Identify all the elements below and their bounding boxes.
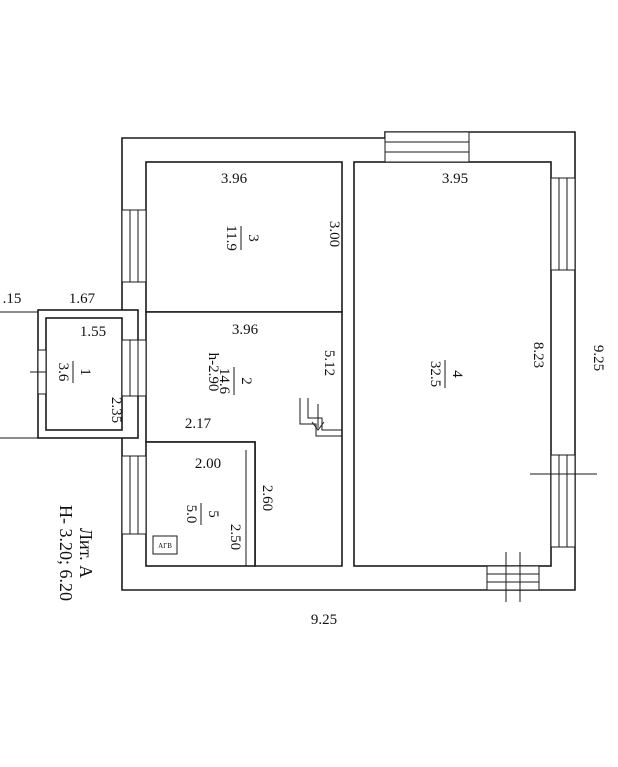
staircase (299, 398, 342, 437)
room5-number: 5 (205, 510, 221, 518)
room1-area: 3.6 (55, 363, 71, 382)
room3-label: 3 11.9 (223, 225, 261, 251)
window-bottom (486, 552, 540, 602)
window-left-room3 (121, 209, 147, 283)
dim-room5-inner: 2.50 (227, 524, 243, 550)
room1-label: 1 3.6 (55, 361, 93, 383)
window-right-top (550, 177, 576, 271)
title-block: Лит. А Н- 3.20; 6.20 (56, 505, 96, 601)
room5-label: 5 5.0 (183, 503, 221, 525)
title-line2: Н- 3.20; 6.20 (56, 505, 76, 601)
boiler-box (152, 535, 178, 555)
title-line1: Лит. А (76, 528, 96, 578)
dim-room2-height: 5.12 (321, 350, 337, 376)
window-top (384, 131, 470, 163)
dim-room2-width: 3.96 (232, 322, 259, 338)
room2-area: 14.6 (216, 368, 232, 395)
room4-area: 32.5 (427, 361, 443, 387)
dim-outer-right: 9.25 (590, 345, 606, 371)
window-left-room2 (121, 339, 147, 397)
dim-room3-height: 3.00 (326, 221, 342, 247)
dim-room3-top: 3.96 (221, 171, 248, 187)
room4-label: 4 32.5 (427, 360, 465, 388)
room1-number: 1 (77, 368, 93, 376)
dim-porch-inner: 1.55 (80, 324, 106, 340)
dim-room2-lower: 2.17 (185, 416, 212, 432)
dim-room4-height: 8.23 (530, 342, 546, 368)
dim-outer-bottom: 9.25 (311, 612, 337, 628)
boiler-label: АГВ (158, 542, 172, 550)
room2-number: 2 (238, 377, 254, 385)
room4-number: 4 (449, 370, 465, 378)
dim-porch-side: 2.35 (108, 397, 124, 423)
dim-room2-ceiling: h-2.90 (205, 353, 221, 392)
window-left-room5 (121, 455, 147, 535)
room5-area: 5.0 (183, 505, 199, 524)
room3-area: 11.9 (223, 225, 239, 251)
dim-left-partial: .15 (3, 291, 22, 307)
window-right-bottom (530, 454, 597, 548)
dim-porch-top: 1.67 (69, 291, 96, 307)
room2-label: 2 14.6 (216, 367, 254, 395)
dim-room5-width: 2.00 (195, 456, 221, 472)
window-porch-left (30, 349, 47, 395)
dim-room4-top: 3.95 (442, 171, 468, 187)
dim-room5-height: 2.60 (259, 485, 275, 511)
room3-number: 3 (245, 234, 261, 242)
room-3 (145, 161, 343, 313)
room-4 (353, 161, 552, 567)
